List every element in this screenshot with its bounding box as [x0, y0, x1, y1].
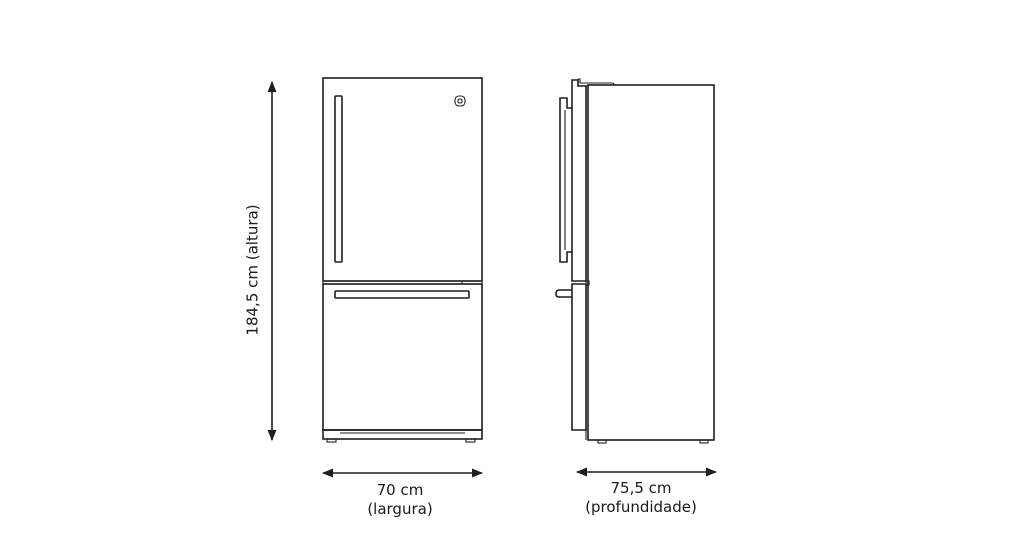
bottom-door [322, 283, 483, 431]
bottom-door-handle-side [555, 289, 572, 298]
front-view [322, 77, 483, 443]
width-value: 70 cm [376, 481, 424, 499]
foot-front [597, 439, 607, 444]
cabinet-body [587, 84, 715, 441]
top-door-handle-side [559, 97, 572, 263]
foot-left [326, 438, 337, 443]
brand-logo-icon [454, 95, 466, 107]
top-door-side [571, 79, 587, 282]
bottom-door-side [571, 283, 587, 431]
foot-right [465, 438, 476, 443]
depth-value: 75,5 cm [610, 479, 672, 497]
height-label: 184,5 cm (altura) [243, 204, 262, 336]
depth-caption: (profundidade) [585, 498, 697, 516]
bottom-door-handle [334, 290, 470, 299]
base [322, 429, 483, 440]
top-door-handle [334, 95, 343, 263]
side-view [555, 78, 715, 444]
foot-back [699, 439, 709, 444]
top-door [322, 77, 483, 282]
width-caption: (largura) [367, 500, 433, 518]
